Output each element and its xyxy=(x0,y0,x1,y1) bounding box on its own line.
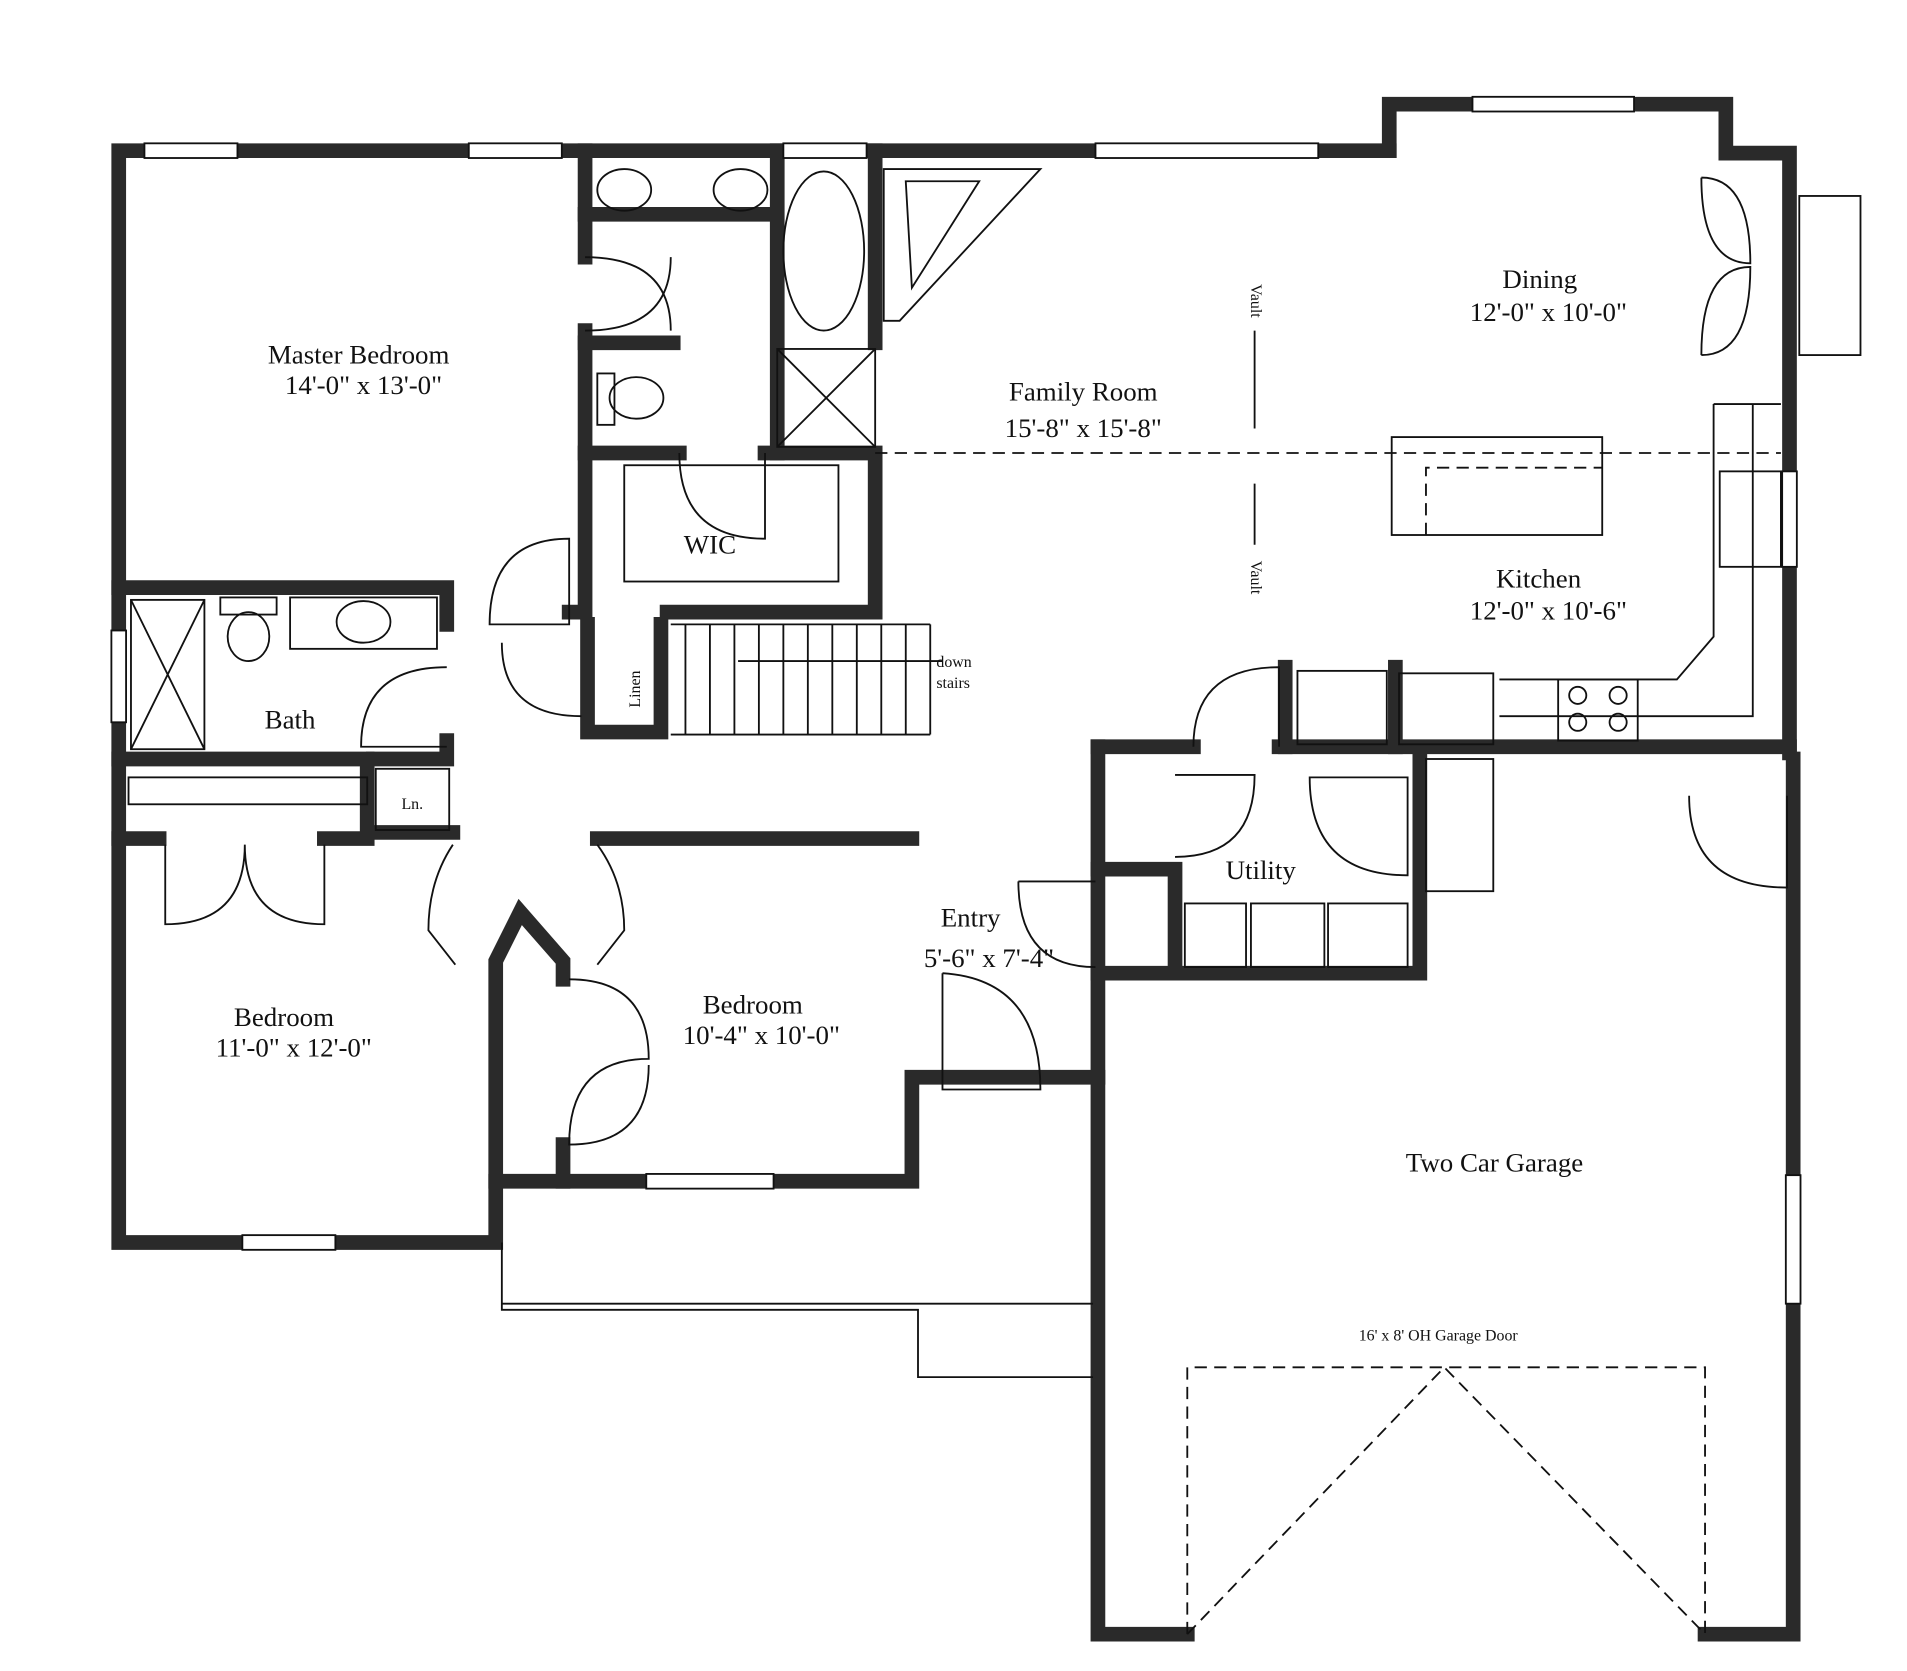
wic-label: WIC xyxy=(684,529,736,559)
entry-size: 5'-6" x 7'-4" xyxy=(924,943,1054,973)
dining-size: 12'-0" x 10'-0" xyxy=(1470,297,1627,327)
vault-label-top: Vault xyxy=(1247,284,1264,318)
bedroom-1-label: Bedroom xyxy=(234,1002,334,1032)
stairs-label-down: down xyxy=(936,654,971,671)
bath-label: Bath xyxy=(265,704,316,734)
family-room-size: 15'-8" x 15'-8" xyxy=(1005,413,1162,443)
interior-walls xyxy=(111,143,1797,1189)
family-room-label: Family Room xyxy=(1009,376,1158,406)
vault-label-bottom: Vault xyxy=(1247,561,1264,595)
bedroom-2-size: 10'-4" x 10'-0" xyxy=(683,1020,840,1050)
exterior-walls xyxy=(111,96,1801,1642)
kitchen-label: Kitchen xyxy=(1496,564,1582,594)
linen-label: Linen xyxy=(627,670,644,707)
garage-label: Two Car Garage xyxy=(1406,1147,1583,1177)
master-bedroom-label: Master Bedroom xyxy=(268,340,450,370)
entry-label: Entry xyxy=(941,903,1001,933)
fixtures xyxy=(127,168,1862,1635)
bedroom-2-label: Bedroom xyxy=(703,990,803,1020)
kitchen-size: 12'-0" x 10'-6" xyxy=(1470,595,1627,625)
room-labels: Master Bedroom 14'-0" x 13'-0" Family Ro… xyxy=(216,264,1627,1178)
ln-label: Ln. xyxy=(401,796,423,813)
dining-label: Dining xyxy=(1502,264,1577,294)
windows xyxy=(110,95,1802,1305)
bedroom-1-size: 11'-0" x 12'-0" xyxy=(216,1032,372,1062)
annotations: down stairs Vault Vault 16' x 8' OH Gara… xyxy=(936,284,1518,1344)
stairs-label-stairs: stairs xyxy=(936,675,970,692)
master-bedroom-size: 14'-0" x 13'-0" xyxy=(285,370,442,400)
utility-label: Utility xyxy=(1226,855,1297,885)
garage-door-label: 16' x 8' OH Garage Door xyxy=(1359,1327,1519,1344)
